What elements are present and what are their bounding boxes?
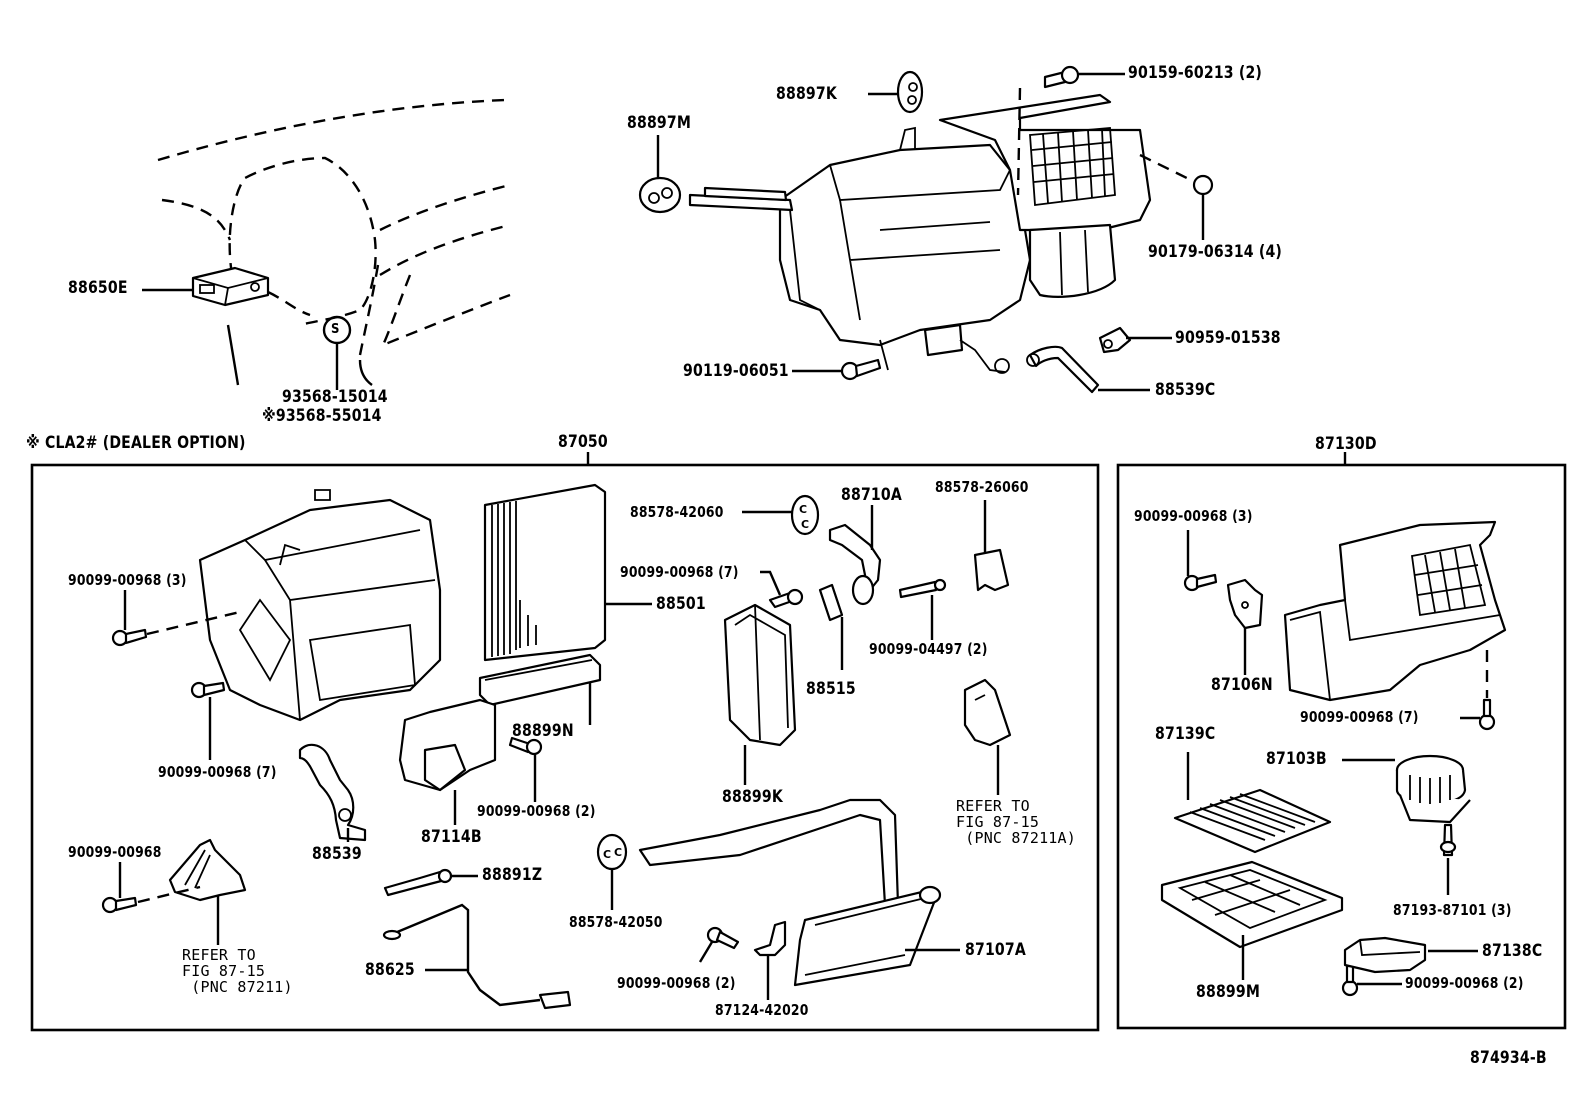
bracket-refer-87211: [168, 838, 247, 902]
label-90099-00968: 90099-00968: [68, 843, 162, 861]
label-88539: 88539: [312, 844, 362, 864]
nut-90179-06314: [1139, 153, 1214, 196]
bolt-90099-04497: [898, 578, 947, 599]
label-93568-55014: ※93568-55014: [262, 406, 382, 426]
label-90159-60213: 90159-60213 (2): [1128, 63, 1263, 83]
box-87050-frame: [30, 463, 1100, 1032]
label-88897M: 88897M: [627, 113, 692, 133]
label-87107A: 87107A: [965, 940, 1026, 960]
grommet-88897K: [896, 70, 924, 114]
label-88650E: 88650E: [68, 278, 128, 298]
label-87114B: 87114B: [421, 827, 482, 847]
heater-core-87107A: [638, 798, 942, 987]
seal-88578-42060: C C: [790, 494, 820, 536]
label-90119-06051: 90119-06051: [683, 361, 789, 381]
label-90099-00968-7b: 90099-00968 (7): [620, 563, 739, 581]
evaporator-88501: [483, 483, 607, 662]
label-88891Z: 88891Z: [482, 865, 543, 885]
label-90099-04497-2: 90099-04497 (2): [869, 640, 988, 658]
filter-case-88899M: [1160, 860, 1344, 949]
footnote-dealer-option: ※ CLA2# (DEALER OPTION): [26, 433, 246, 453]
label-88578-26060: 88578-26060: [935, 478, 1029, 496]
label-88578-42050: 88578-42050: [569, 913, 663, 931]
label-87106N: 87106N: [1211, 675, 1273, 695]
seal-88578-42050: C C: [596, 833, 628, 871]
label-88501: 88501: [656, 594, 706, 614]
label-87193-87101: 87193-87101 (3): [1393, 901, 1512, 919]
box-87050-title: 87050: [558, 432, 608, 452]
label-90099-00968-7a: 90099-00968 (7): [158, 763, 277, 781]
blower-unit: [1283, 520, 1507, 702]
label-90099-00968-2b: 90099-00968 (2): [617, 974, 736, 992]
svg-text:C: C: [614, 846, 622, 859]
svg-text:C: C: [801, 518, 809, 531]
grommet-88897M: [638, 176, 682, 214]
label-88539C: 88539C: [1155, 380, 1216, 400]
label-90179-06314: 90179-06314 (4): [1148, 242, 1283, 262]
heater-case: [198, 489, 442, 722]
label-93568-15014: 93568-15014: [282, 387, 388, 407]
clip-90959-01538: [1098, 326, 1132, 354]
leaders-87050: [118, 500, 1000, 1000]
svg-text:C: C: [603, 848, 611, 861]
label-88625: 88625: [365, 960, 415, 980]
module-88650E: [191, 266, 311, 317]
label-87139C: 87139C: [1155, 724, 1216, 744]
screw-90099-00968-7b: [768, 588, 804, 609]
valve-88515: [818, 583, 844, 622]
s-marker: [322, 315, 352, 390]
label-88515: 88515: [806, 679, 856, 699]
box-87130D-frame: [1116, 463, 1567, 1030]
bracket-87106N: [1226, 578, 1264, 630]
label-87103B: 87103B: [1266, 749, 1327, 769]
hose-88539: [298, 743, 367, 842]
label-90099-00968-3-b: 90099-00968 (3): [1134, 507, 1253, 525]
housing-88899K: [723, 603, 797, 747]
filter-87139C: [1173, 788, 1332, 854]
dashboard-outline: [157, 98, 511, 386]
hose-88539C: [1026, 345, 1100, 394]
screw-90119-06051: [840, 358, 882, 381]
label-87138C: 87138C: [1482, 941, 1543, 961]
bracket-87114B: [398, 698, 497, 792]
bracket-refer-87211A: [963, 678, 1012, 747]
s-symbol-label: S: [331, 322, 340, 337]
sensor-88891Z: [383, 868, 453, 897]
label-88897K: 88897K: [776, 84, 837, 104]
label-88899M: 88899M: [1196, 982, 1261, 1002]
box-87130D-title: 87130D: [1315, 434, 1377, 454]
figure-code: 874934-B: [1470, 1048, 1547, 1068]
leaders-87130D: [1186, 530, 1480, 986]
blower-motor-87103B: [1395, 754, 1471, 824]
bolt-90159-60213: [1016, 65, 1080, 196]
svg-text:C: C: [799, 503, 807, 516]
label-87124-42020: 87124-42020: [715, 1001, 809, 1019]
heater-unit-assembly: [688, 93, 1152, 374]
pipe-88710A: [828, 523, 882, 606]
label-90099-00968-3: 90099-00968 (3): [68, 571, 187, 589]
bracket-87124-42020: [706, 920, 787, 957]
refer-note-87211: REFER TO FIG 87-15 (PNC 87211): [182, 946, 293, 996]
label-88899N: 88899N: [512, 721, 574, 741]
label-88710A: 88710A: [841, 485, 902, 505]
label-90099-00968-2-c: 90099-00968 (2): [1405, 974, 1524, 992]
screws-left-87050: [101, 610, 241, 914]
refer-note-87211A: REFER TO FIG 87-15 (PNC 87211A): [956, 797, 1076, 847]
label-90099-00968-7-b: 90099-00968 (7): [1300, 708, 1419, 726]
screws-87130D: [1183, 573, 1496, 997]
leaders-top-center: [656, 72, 1205, 392]
label-90099-00968-2a: 90099-00968 (2): [477, 802, 596, 820]
wire-88625: [382, 903, 572, 1010]
label-88578-42060: 88578-42060: [630, 503, 724, 521]
resistor-87138C: [1343, 936, 1427, 974]
tray-88899N: [478, 653, 602, 707]
label-90959-01538: 90959-01538: [1175, 328, 1281, 348]
label-88899K: 88899K: [722, 787, 783, 807]
seal-88578-26060: [973, 548, 1010, 592]
